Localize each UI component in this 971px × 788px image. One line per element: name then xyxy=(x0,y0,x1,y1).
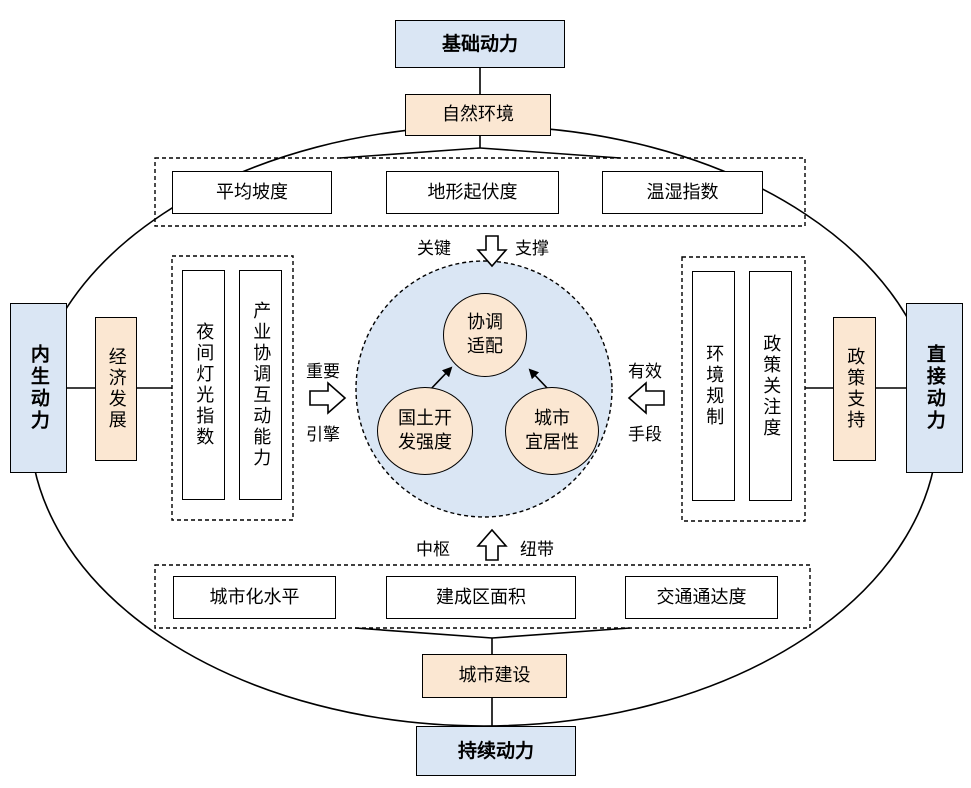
top-label-right: 支撑 xyxy=(515,239,549,259)
right-indicator-1-text: 环境规制 xyxy=(703,344,725,428)
connector-bottom-branch-right xyxy=(491,627,631,639)
bottom-indicator-1: 城市化水平 xyxy=(173,576,336,619)
right-factor-box: 政策支持 xyxy=(833,317,876,461)
center-left-circle: 国土开发强度 xyxy=(377,387,473,475)
hollow-arrow-down xyxy=(476,235,508,268)
hollow-arrow-left xyxy=(627,381,665,415)
right-factor-text: 政策支持 xyxy=(844,347,866,431)
connector-top-branch-left xyxy=(339,147,481,159)
left-factor-box: 经济发展 xyxy=(95,317,137,461)
right-label-bottom: 手段 xyxy=(628,425,662,445)
hollow-arrow-up xyxy=(476,528,508,561)
bottom-driver-box: 持续动力 xyxy=(416,726,576,776)
top-indicator-1: 平均坡度 xyxy=(172,171,332,214)
hollow-arrow-right xyxy=(309,381,347,415)
left-indicator-1: 夜间灯光指数 xyxy=(182,270,225,500)
right-driver-text: 直接动力 xyxy=(923,344,946,432)
left-label-top: 重要 xyxy=(306,362,340,382)
bottom-indicator-3: 交通通达度 xyxy=(625,576,778,619)
top-factor-box: 自然环境 xyxy=(405,94,551,136)
top-indicator-group xyxy=(154,157,806,227)
center-top-line2: 适配 xyxy=(467,336,503,357)
left-driver-text: 内生动力 xyxy=(27,344,50,432)
top-indicator-2: 地形起伏度 xyxy=(386,171,559,214)
center-top-line1: 协调 xyxy=(467,311,503,333)
top-driver-box: 基础动力 xyxy=(395,20,565,68)
bottom-indicator-group xyxy=(154,564,811,629)
left-indicator-group xyxy=(171,255,294,521)
center-top-circle: 协调适配 xyxy=(443,293,527,377)
center-right-line1: 城市 xyxy=(534,407,570,429)
right-indicator-2-text: 政策关注度 xyxy=(760,333,782,439)
left-indicator-1-text: 夜间灯光指数 xyxy=(193,322,215,448)
bottom-label-right: 纽带 xyxy=(520,540,554,560)
connector-bottom-branch-left xyxy=(354,627,493,639)
left-label-bottom: 引擎 xyxy=(306,425,340,445)
center-right-circle: 城市宜居性 xyxy=(505,387,599,475)
center-left-line2: 发强度 xyxy=(398,432,452,453)
arrow-right-to-top xyxy=(528,368,550,391)
right-indicator-1: 环境规制 xyxy=(692,271,735,501)
top-indicator-3: 温湿指数 xyxy=(602,171,763,214)
right-indicator-2: 政策关注度 xyxy=(749,271,792,501)
bottom-label-left: 中枢 xyxy=(416,540,450,560)
left-indicator-2: 产业协调互动能力 xyxy=(239,270,282,500)
connector-top-branch-right xyxy=(479,147,621,159)
right-label-top: 有效 xyxy=(628,362,662,382)
left-indicator-2-text: 产业协调互动能力 xyxy=(250,301,272,469)
bottom-factor-box: 城市建设 xyxy=(422,654,567,698)
bottom-indicator-2: 建成区面积 xyxy=(386,576,576,619)
left-factor-text: 经济发展 xyxy=(105,347,127,431)
center-right-line2: 宜居性 xyxy=(525,432,579,453)
right-indicator-group xyxy=(681,256,806,522)
left-driver-box: 内生动力 xyxy=(10,303,67,473)
top-label-left: 关键 xyxy=(417,239,451,259)
right-driver-box: 直接动力 xyxy=(906,303,963,473)
center-left-line1: 国土开 xyxy=(398,407,452,429)
